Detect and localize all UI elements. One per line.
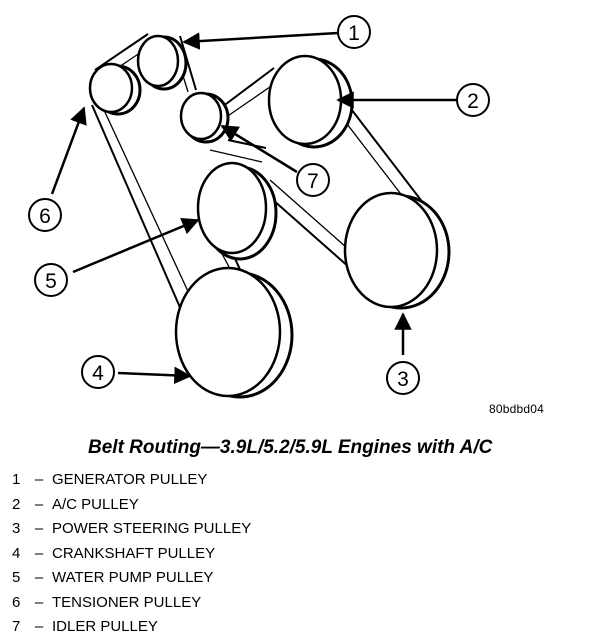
svg-text:4: 4 bbox=[92, 362, 104, 385]
leader-arrow-5 bbox=[72, 217, 200, 274]
legend-separator: – bbox=[34, 495, 44, 513]
callout-7: 7 bbox=[296, 163, 330, 197]
legend-list: 1–GENERATOR PULLEY 2–A/C PULLEY 3–POWER … bbox=[12, 468, 251, 640]
legend-label: GENERATOR PULLEY bbox=[52, 471, 208, 488]
leader-arrow-6 bbox=[50, 106, 87, 195]
legend-item: 3–POWER STEERING PULLEY bbox=[12, 517, 251, 542]
ac-pulley bbox=[267, 54, 354, 149]
legend-item: 7–IDLER PULLEY bbox=[12, 615, 251, 640]
idler-pulley bbox=[179, 91, 230, 144]
figure-caption: Belt Routing—3.9L/5.2/5.9L Engines with … bbox=[88, 437, 493, 458]
legend-item: 4–CRANKSHAFT PULLEY bbox=[12, 542, 251, 567]
legend-label: WATER PUMP PULLEY bbox=[52, 569, 214, 586]
legend-item: 6–TENSIONER PULLEY bbox=[12, 591, 251, 616]
legend-label: IDLER PULLEY bbox=[52, 618, 158, 635]
callout-5: 5 bbox=[34, 263, 68, 297]
legend-number: 2 bbox=[12, 495, 21, 513]
legend-separator: – bbox=[34, 593, 44, 611]
crankshaft-pulley bbox=[174, 266, 294, 399]
callout-1: 1 bbox=[337, 15, 371, 49]
legend-label: CRANKSHAFT PULLEY bbox=[52, 544, 216, 562]
figure-code: 80bdbd04 bbox=[489, 402, 544, 416]
callout-4: 4 bbox=[81, 355, 115, 389]
callout-3: 3 bbox=[386, 361, 420, 395]
leader-arrow-4 bbox=[117, 366, 192, 385]
legend-number: 1 bbox=[12, 471, 21, 488]
legend-number: 5 bbox=[12, 569, 21, 586]
legend-separator: – bbox=[34, 471, 44, 488]
tensioner-pulley bbox=[88, 62, 142, 116]
legend-separator: – bbox=[34, 520, 44, 537]
legend-item: 2–A/C PULLEY bbox=[12, 493, 251, 518]
water-pump-pulley bbox=[196, 161, 278, 261]
legend-separator: – bbox=[34, 544, 44, 562]
legend-item: 5–WATER PUMP PULLEY bbox=[12, 566, 251, 591]
svg-text:3: 3 bbox=[397, 368, 409, 391]
belt-routing-diagram: 1 2 3 4 5 6 7 bbox=[28, 15, 490, 399]
leader-arrow-7 bbox=[220, 124, 298, 174]
power-steering-pulley bbox=[343, 191, 451, 310]
callout-6: 6 bbox=[28, 198, 62, 232]
legend-separator: – bbox=[34, 618, 44, 635]
svg-text:2: 2 bbox=[467, 90, 479, 113]
legend-separator: – bbox=[34, 569, 44, 586]
legend-label: POWER STEERING PULLEY bbox=[52, 520, 252, 537]
legend-number: 7 bbox=[12, 618, 21, 635]
generator-pulley bbox=[136, 34, 188, 91]
legend-item: 1–GENERATOR PULLEY bbox=[12, 468, 251, 493]
legend-label: TENSIONER PULLEY bbox=[52, 593, 202, 611]
svg-text:5: 5 bbox=[45, 270, 57, 293]
svg-text:7: 7 bbox=[307, 170, 319, 193]
svg-text:6: 6 bbox=[39, 205, 51, 228]
legend-number: 4 bbox=[12, 544, 21, 562]
leader-arrows bbox=[50, 31, 458, 385]
legend-label: A/C PULLEY bbox=[52, 495, 139, 513]
callout-2: 2 bbox=[456, 83, 490, 117]
legend-number: 6 bbox=[12, 593, 21, 611]
legend-number: 3 bbox=[12, 520, 21, 537]
svg-text:1: 1 bbox=[348, 22, 360, 45]
leader-arrow-1 bbox=[182, 31, 339, 50]
